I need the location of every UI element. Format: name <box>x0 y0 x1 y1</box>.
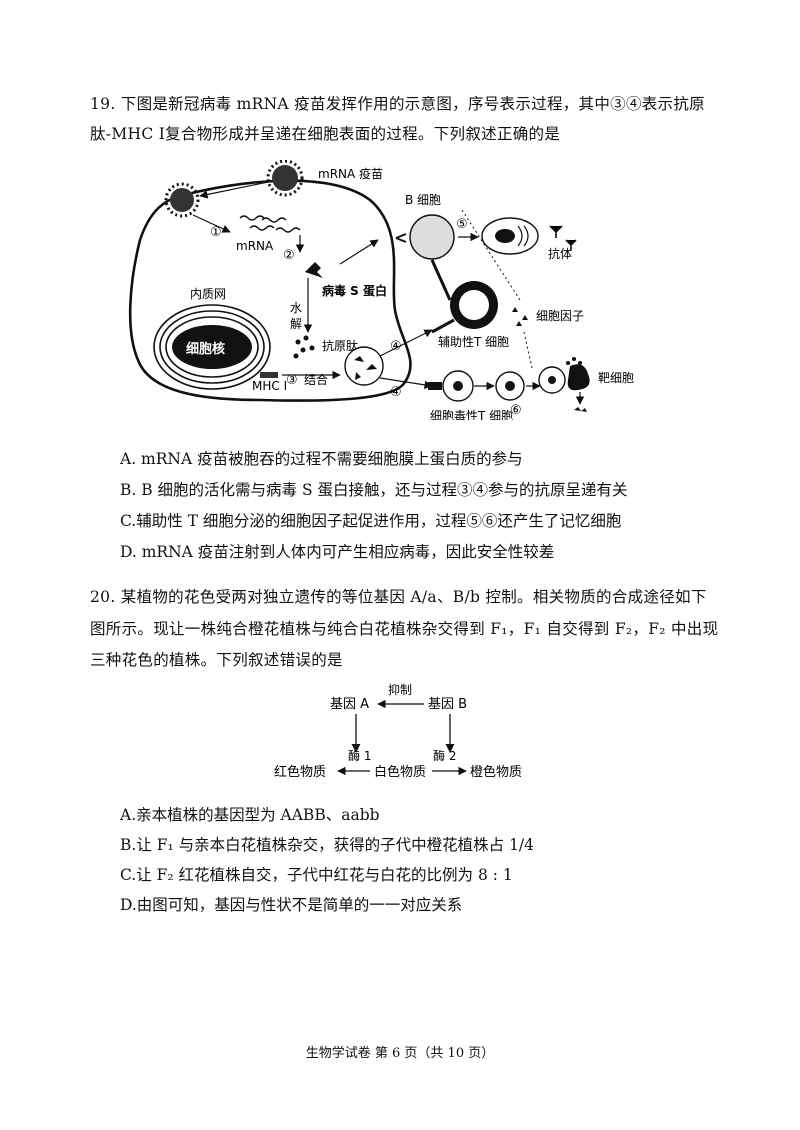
q20-stem-line3: 三种花色的植株。下列叙述错误的是 <box>90 651 343 669</box>
step-2: ② <box>283 248 295 263</box>
label-b-cell: B 细胞 <box>405 193 441 207</box>
vaccine-particle-endocytosed <box>164 182 200 218</box>
label-hydrolysis-1: 水 <box>290 301 302 315</box>
label-antigen-peptide: 抗原肽 <box>322 338 358 353</box>
lysed-fragments <box>574 407 587 412</box>
antigen-peptides <box>293 335 315 359</box>
label-er: 内质网 <box>190 287 226 301</box>
inhibit-label: 抑制 <box>388 682 412 697</box>
label-cytokine: 细胞因子 <box>536 309 584 323</box>
q20-stem-line2: 图所示。现让一株纯合橙花植株与纯合白花植株杂交得到 F₁，F₁ 自交得到 F₂，… <box>90 620 719 638</box>
step-3: ③ <box>286 373 298 388</box>
q20-option-c: C.让 F₂ 红花植株自交，子代中红花与白花的比例为 8 : 1 <box>120 866 513 884</box>
q19-option-b: B. B 细胞的活化需与病毒 S 蛋白接触，还与过程③④参与的抗原呈递有关 <box>120 481 628 499</box>
label-combine: 结合 <box>304 372 328 387</box>
q19-stem-line1: 19. 下图是新冠病毒 mRNA 疫苗发挥作用的示意图，序号表示过程，其中③④表… <box>90 95 705 113</box>
q20-pathway-figure: 基因 A 基因 B 抑制 酶 1 酶 2 红色物质 白色物质 橙色物质 <box>274 682 522 780</box>
step-6: ⑥ <box>510 403 522 418</box>
q19-option-d: D. mRNA 疫苗注射到人体内可产生相应病毒，因此安全性较差 <box>120 543 555 561</box>
q20-option-d: D.由图可知，基因与性状不是简单的一一对应关系 <box>120 896 463 914</box>
mhc-shape <box>260 372 278 378</box>
label-mrna-vaccine: mRNA 疫苗 <box>318 166 383 181</box>
target-debris <box>566 357 582 365</box>
combination-vesicle <box>344 346 384 386</box>
label-mhc: MHC Ⅰ <box>252 379 287 393</box>
label-ctl: 细胞毒性T 细胞 <box>430 409 513 420</box>
red-substance-label: 红色物质 <box>274 764 326 780</box>
label-mrna: mRNA <box>236 239 274 253</box>
q19-figure: mRNA 疫苗 ① mRNA ② 病毒 S 蛋白 水 解 抗原肽 内质网 细胞核… <box>128 160 634 420</box>
enzyme-1-label: 酶 1 <box>348 748 371 763</box>
vaccine-particle-outside <box>266 160 304 197</box>
enzyme-2-label: 酶 2 <box>433 748 456 763</box>
antibodies <box>549 225 577 250</box>
label-spike-protein: 病毒 S 蛋白 <box>322 283 387 298</box>
label-target-cell: 靶细胞 <box>598 371 634 385</box>
gene-b-label: 基因 B <box>428 697 467 712</box>
q19-option-c: C.辅助性 T 细胞分泌的细胞因子起促进作用，过程⑤⑥还产生了记忆细胞 <box>120 512 622 530</box>
spike-protein-shape <box>305 262 323 278</box>
q20-stem-line1: 20. 某植物的花色受两对独立遗传的等位基因 A/a、B/b 控制。相关物质的合… <box>90 588 707 606</box>
gene-a-label: 基因 A <box>330 697 369 712</box>
label-nucleus: 细胞核 <box>186 341 225 357</box>
q19-stem-line2: 肽-MHC Ⅰ复合物形成并呈递在细胞表面的过程。下列叙述正确的是 <box>90 125 561 143</box>
orange-substance-label: 橙色物质 <box>470 764 522 780</box>
q20-option-b: B.让 F₁ 与亲本白花植株杂交，获得的子代中橙花植株占 1/4 <box>120 836 535 854</box>
step-1: ① <box>210 225 222 240</box>
label-antibody: 抗体 <box>548 246 572 261</box>
b-cell-receptor <box>395 233 407 243</box>
mrna-strands <box>239 215 301 233</box>
label-hydrolysis-2: 解 <box>290 317 302 331</box>
label-helper-t-cell: 辅助性T 细胞 <box>438 335 509 349</box>
q19-option-a: A. mRNA 疫苗被胞吞的过程不需要细胞膜上蛋白质的参与 <box>120 450 523 468</box>
ctl-receptor <box>428 382 442 390</box>
target-cell <box>567 364 590 391</box>
step-5: ⑤ <box>456 217 468 232</box>
vesicle-complexes <box>354 356 377 380</box>
b-cell <box>409 214 455 260</box>
step-4-helper: ④ <box>390 339 402 354</box>
cytokine-marks <box>512 307 528 326</box>
q20-option-a: A.亲本植株的基因型为 AABB、aabb <box>120 806 380 824</box>
apc-cell-outline <box>128 179 412 402</box>
white-substance-label: 白色物质 <box>374 764 426 780</box>
page-footer: 生物学试卷 第 6 页（共 10 页） <box>305 1046 495 1061</box>
nucleus <box>172 325 252 369</box>
step-4-ctl: ④ <box>390 385 402 400</box>
endoplasmic-reticulum <box>153 304 271 390</box>
